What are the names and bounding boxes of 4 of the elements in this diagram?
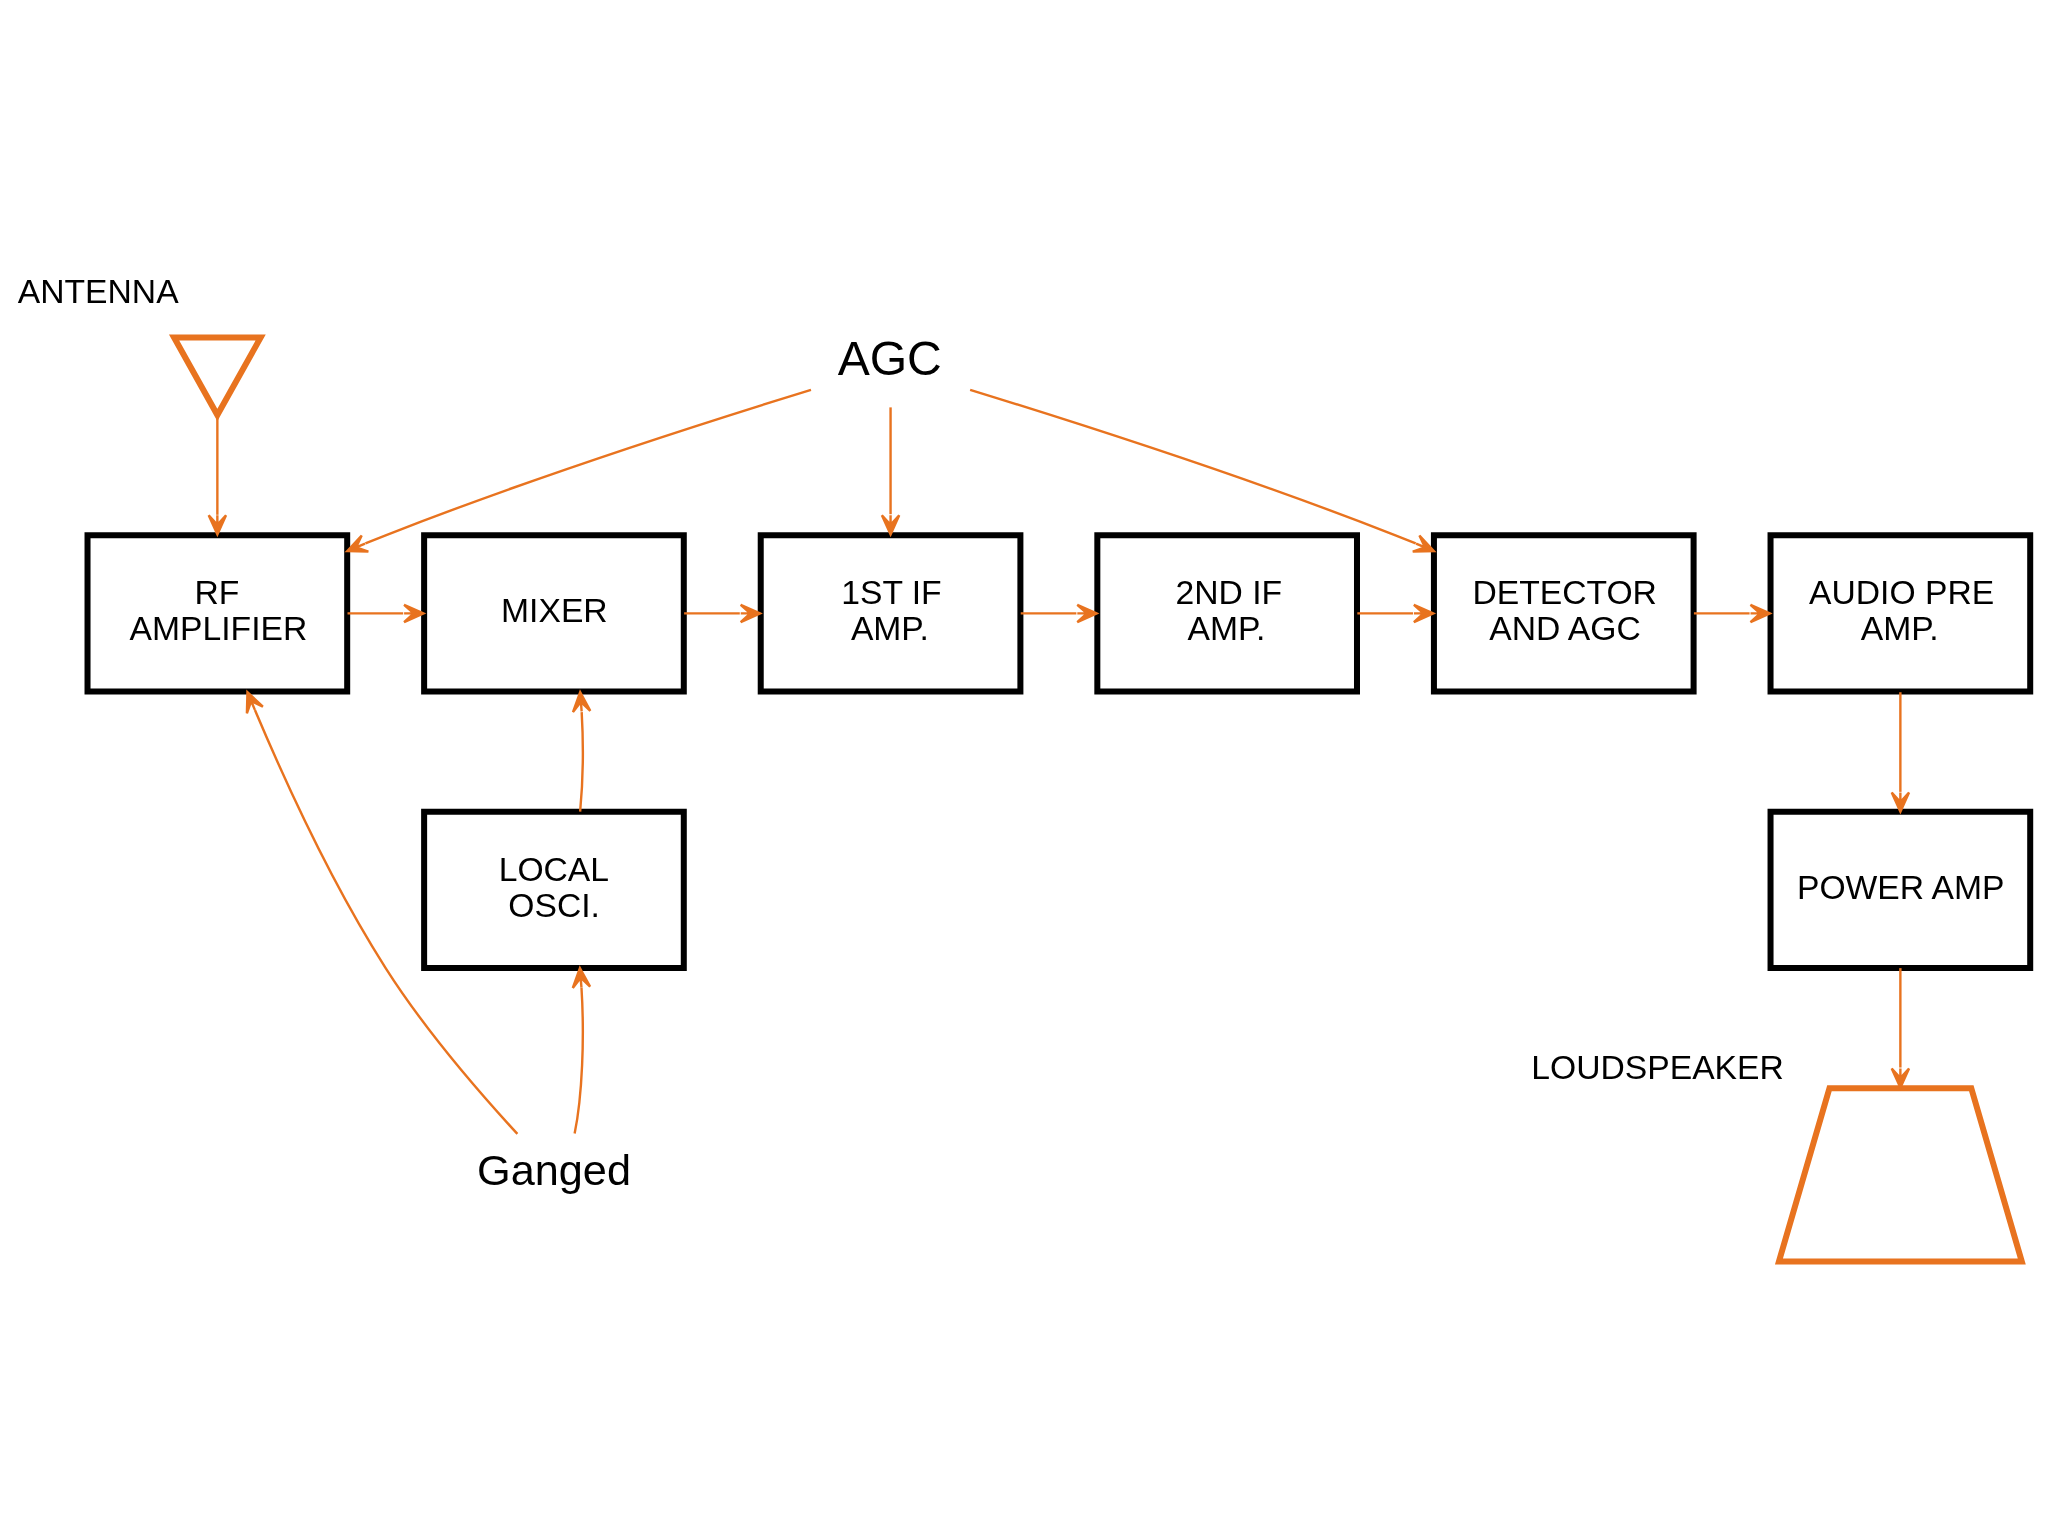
node-label: ANTENNA bbox=[17, 272, 179, 310]
node-label: LOUDSPEAKER bbox=[1531, 1048, 1784, 1086]
node-text: Ganged bbox=[477, 1145, 631, 1194]
node-text: AGC bbox=[837, 330, 942, 385]
